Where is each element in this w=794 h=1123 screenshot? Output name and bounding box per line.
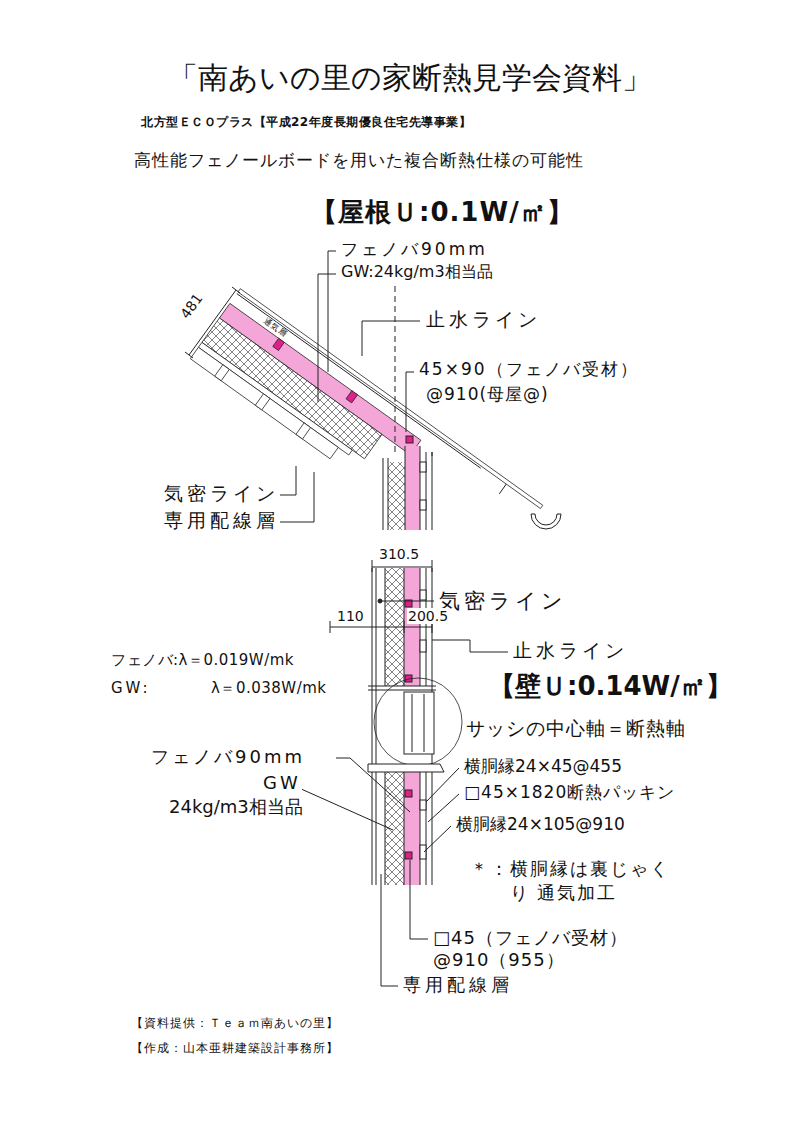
leader-line — [328, 251, 336, 372]
annotation-label: 200.5 — [407, 608, 449, 624]
sash-axis-circle — [374, 678, 462, 766]
annotation-label: 【壁Ｕ:0.14W/㎡】 — [488, 672, 733, 702]
batten — [420, 845, 426, 859]
annotation-label: 110 — [336, 608, 365, 624]
purlin — [296, 423, 311, 439]
wall-lines — [383, 446, 432, 530]
annotation-label: □45（フェノバ受材） — [432, 928, 629, 949]
batten — [420, 800, 426, 810]
receiver-block — [273, 338, 285, 350]
ceiling-board — [198, 342, 352, 455]
batten — [420, 590, 426, 600]
batten — [420, 462, 426, 472]
annotation-label: 高性能フェノールボードを用いた複合断熱仕様の可能性 — [133, 151, 585, 171]
leader-line — [362, 321, 420, 356]
annotation-label: GW — [262, 773, 302, 794]
purlin — [255, 394, 270, 410]
annotation-label: 481 — [176, 290, 206, 323]
glass-wool — [385, 772, 404, 885]
purlin — [215, 365, 230, 381]
gutter — [531, 514, 561, 529]
leader-line — [380, 601, 434, 602]
annotation-label: フェノバ:λ＝0.019W/mk — [110, 652, 295, 669]
annotation-label: 専用配線層 — [402, 975, 514, 996]
annotation-label: GW: — [110, 680, 152, 697]
wall-section — [330, 436, 462, 885]
leader-dot — [378, 599, 382, 603]
leader-line — [406, 372, 414, 432]
annotation-label: 北方型ＥＣＯプラス【平成22年度長期優良住宅先導事業】 — [140, 116, 472, 130]
annotation-label: 横胴縁24×105@910 — [455, 815, 626, 835]
window-head — [368, 686, 436, 690]
annotation-label: 【屋根Ｕ:0.1W/㎡】 — [310, 198, 575, 228]
annotation-label: 45×90（フェノバ受材） — [418, 360, 640, 380]
leader-line — [410, 860, 428, 939]
annotation-label: フェノバ90mm — [340, 240, 489, 260]
annotation-label: 310.5 — [378, 546, 420, 562]
annotation-label: @910（955） — [432, 950, 566, 971]
leader-line — [318, 274, 336, 402]
leader-line — [336, 758, 410, 812]
phenolic-board — [405, 446, 420, 530]
receiver-block — [406, 436, 413, 443]
annotation-label: 【資料提供：Ｔｅａｍ南あいの里】 — [130, 1017, 340, 1031]
receiver-block — [405, 852, 412, 859]
annotation-label: @910(母屋@) — [425, 385, 550, 405]
batten — [420, 500, 426, 510]
annotation-label: λ＝0.038W/mk — [210, 680, 328, 697]
leader-line — [381, 874, 398, 986]
leader-line — [432, 640, 508, 652]
fascia — [499, 484, 506, 494]
leader-line — [426, 768, 459, 802]
sash-glass — [412, 694, 424, 752]
annotation-label: サッシの中心軸＝断熱軸 — [465, 718, 687, 740]
annotation-label: 気密ライン — [163, 483, 280, 505]
phenolic-board — [404, 772, 420, 885]
annotation-label: 専用配線層 — [163, 510, 280, 532]
annotation-label: 止水ライン — [425, 309, 542, 331]
batten — [420, 640, 426, 652]
axis-line — [395, 286, 396, 455]
wiring-layer — [190, 347, 338, 459]
annotation-label: フェノバ90mm — [150, 747, 306, 768]
annotation-label: GW:24kg/m3相当品 — [340, 263, 494, 281]
sash-frame — [404, 692, 434, 754]
annotation-label: 横胴縁24×45@455 — [463, 757, 623, 777]
glass-wool — [388, 462, 405, 530]
page-title: 「南あいの里の家断熱見学会資料」 — [168, 60, 652, 96]
receiver-block — [405, 790, 412, 797]
annotation-label: 気密ライン — [438, 589, 568, 613]
window-sill — [368, 764, 444, 772]
annotation-label: □45×1820断熱パッキン — [463, 783, 676, 803]
annotation-label: 止水ライン — [512, 640, 629, 662]
receiver-block — [346, 391, 358, 403]
glass-wool — [202, 318, 382, 459]
annotation-label: 【作成：山本亜耕建築設計事務所】 — [130, 1042, 340, 1056]
leader-line — [424, 826, 451, 852]
leader-line — [290, 784, 393, 830]
annotation-label: 24kg/m3相当品 — [168, 797, 304, 818]
annotation-label: ＊：横胴縁は裏じゃくり 通気加工 — [470, 857, 691, 906]
